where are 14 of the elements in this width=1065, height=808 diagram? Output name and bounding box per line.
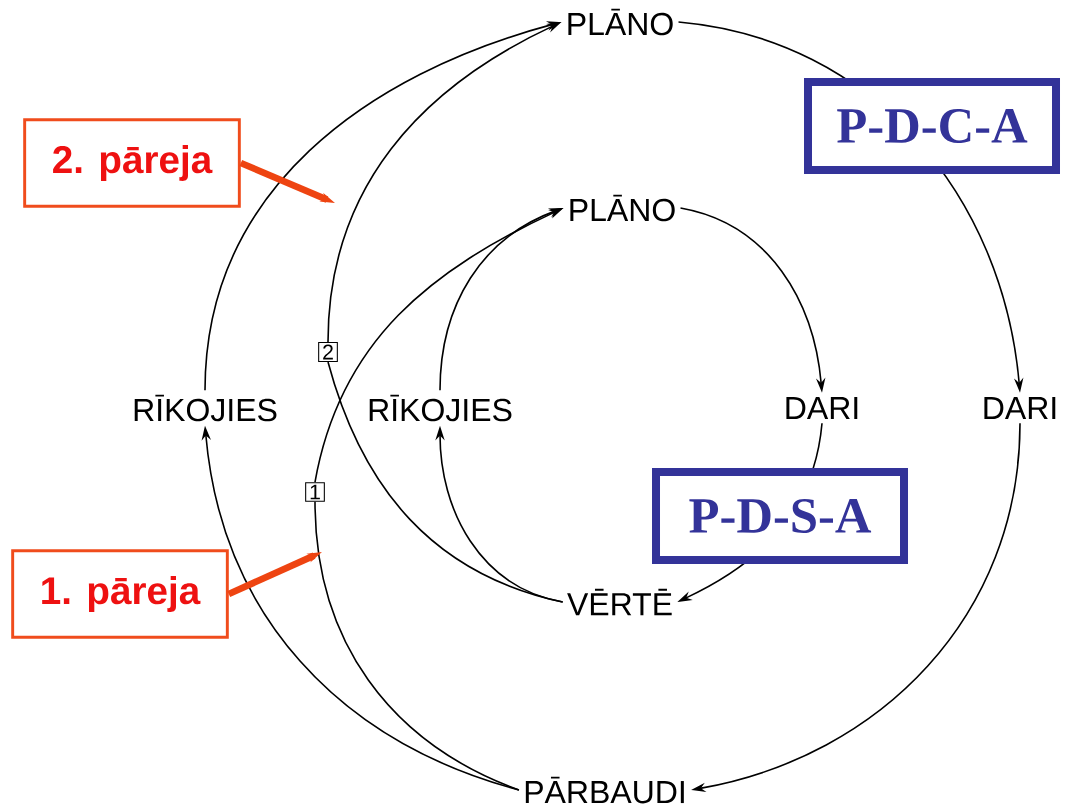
stage-label: DARI xyxy=(786,397,858,419)
stage-label: PLĀNO xyxy=(568,8,673,36)
stage-label: VĒRTĒ xyxy=(567,588,672,616)
stage-label: PLĀNO xyxy=(570,194,675,222)
stage-label: DARI xyxy=(984,397,1056,419)
callout-number: 1 xyxy=(305,482,325,502)
callout-number: 2 xyxy=(318,342,338,362)
edge-label: P-D-S-A xyxy=(652,468,908,564)
stage-label: RĪKOJIES xyxy=(134,394,277,422)
stage-label: PĀRBAUDI xyxy=(525,776,684,804)
edge-label: P-D-C-A xyxy=(804,78,1060,174)
stage-label: RĪKOJIES xyxy=(369,394,512,422)
transition-box: 1. pāreja xyxy=(11,549,229,639)
transition-box: 2. pāreja xyxy=(23,118,241,208)
